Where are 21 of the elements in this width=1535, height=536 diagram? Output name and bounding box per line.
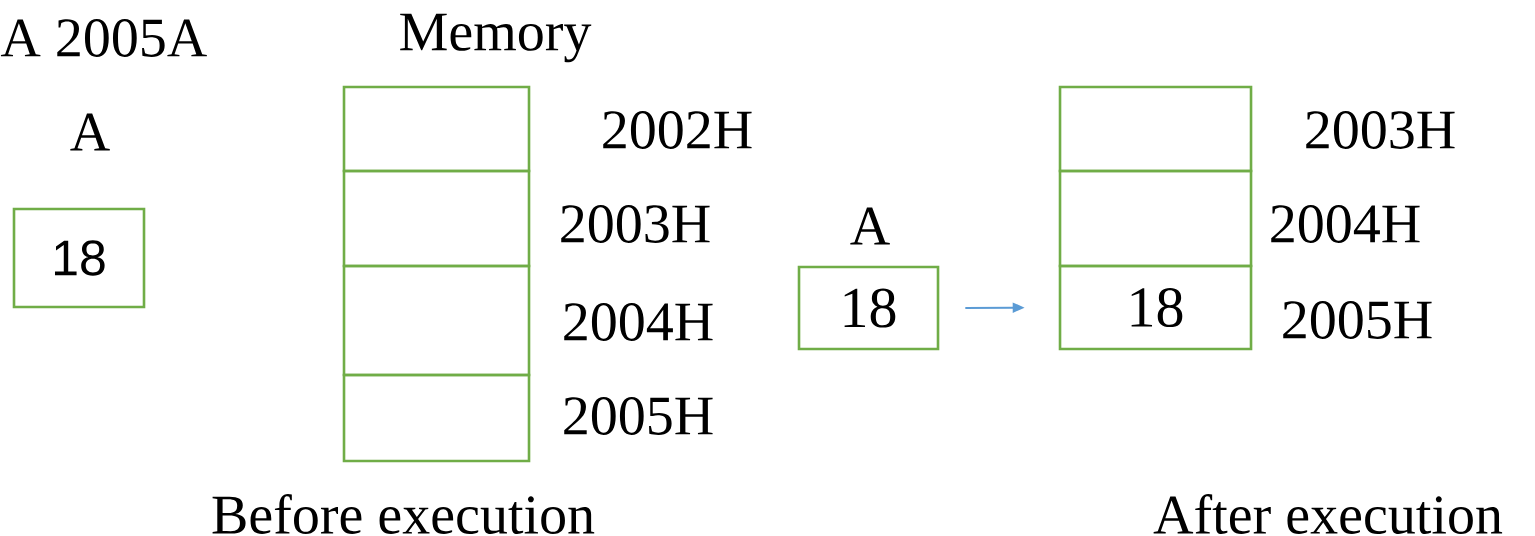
address-label: 2003H [561, 205, 710, 243]
register-box: 18 [797, 265, 940, 351]
address-label: 2002H [603, 111, 752, 149]
caption: Before execution [212, 494, 595, 534]
caption: After execution [1153, 494, 1503, 534]
memory-cell [1058, 85, 1253, 173]
address-label: 2005H [1283, 301, 1432, 339]
address-label: 2004H [1271, 205, 1420, 243]
address-label: 2004H [564, 303, 713, 341]
memory-cell: 18 [1058, 264, 1253, 351]
register-label: A [70, 113, 110, 151]
memory-cell [1058, 169, 1253, 268]
memory-cell [342, 373, 531, 463]
address-label: 2005H [564, 397, 713, 435]
instruction-text: A 2005A [0, 19, 207, 57]
heading: Memory [400, 13, 592, 63]
memory-cell [342, 169, 531, 268]
address-label: 2003H [1306, 111, 1455, 149]
memory-cell [342, 85, 531, 173]
memory-cell [342, 264, 531, 377]
register-box: 18 [12, 207, 146, 309]
